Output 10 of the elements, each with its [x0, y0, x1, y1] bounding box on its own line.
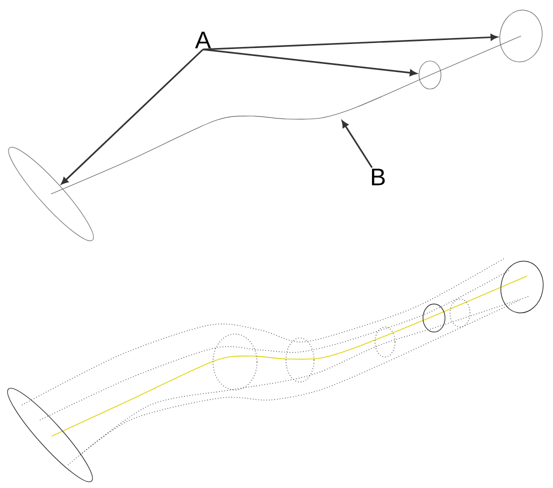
centerline-curve [430, 36, 522, 76]
ring-ellipse [500, 10, 542, 62]
callout-letter: B [372, 168, 385, 186]
leader-arrow [202, 48, 417, 76]
callout-letter: A [195, 32, 211, 48]
leader-arrow [61, 48, 204, 184]
centerline-curve [50, 74, 430, 194]
leader-arrow [342, 120, 373, 168]
leader-arrow [202, 34, 498, 50]
ring-ellipse [418, 60, 442, 90]
